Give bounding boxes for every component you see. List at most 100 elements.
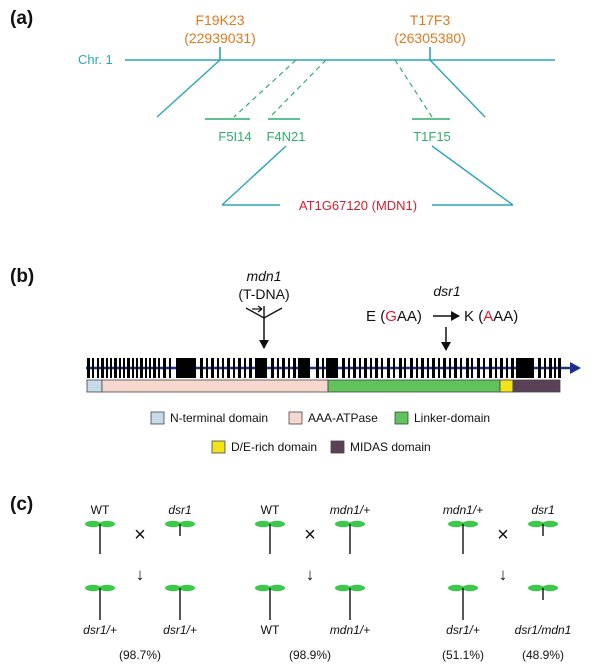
parent-left-label: mdn1/+ bbox=[443, 503, 483, 517]
exon-block bbox=[471, 358, 473, 378]
legend-swatch-linker bbox=[394, 411, 409, 425]
parent-left-label: WT bbox=[261, 503, 280, 517]
legend-label-aaa-atpase: AAA-ATPase bbox=[308, 411, 378, 425]
exon-block bbox=[432, 358, 435, 378]
exon-block bbox=[353, 358, 356, 378]
exon-block bbox=[238, 358, 241, 378]
panel-b: (b) mdn1 (T-DNA) dsr1 E (GAA) K (AAA) bbox=[10, 266, 581, 454]
legend-label-de-rich: D/E-rich domain bbox=[231, 440, 317, 454]
cross-symbol: × bbox=[134, 524, 146, 546]
parent-left-label: WT bbox=[91, 503, 110, 517]
ratio-left: (98.9%) bbox=[289, 648, 331, 662]
seedling-icon bbox=[85, 520, 115, 554]
dash-line-2 bbox=[269, 59, 327, 118]
progeny-right-label: dsr1/+ bbox=[163, 623, 197, 637]
exon-block bbox=[449, 358, 451, 378]
exon-block bbox=[153, 358, 156, 378]
exon-block bbox=[244, 358, 246, 378]
domain-legend: N-terminal domain AAA-ATPase Linker-doma… bbox=[150, 411, 490, 454]
domain-linker bbox=[327, 379, 501, 393]
gene-model bbox=[86, 358, 581, 393]
exon-block bbox=[381, 358, 383, 378]
legend-swatch-midas bbox=[330, 440, 345, 454]
exon-block bbox=[293, 358, 296, 378]
exon-block bbox=[106, 358, 108, 378]
exon-block bbox=[271, 358, 274, 378]
bac-label-2: F4N21 bbox=[266, 129, 305, 144]
down-arrow-icon: ↓ bbox=[499, 565, 508, 584]
exon-block bbox=[438, 358, 440, 378]
exon-block bbox=[364, 358, 367, 378]
exon-block bbox=[169, 358, 171, 378]
exon-block bbox=[416, 358, 418, 378]
cross-3: mdn1/+dsr1×↓dsr1/+dsr1/mdn1(51.1%)(48.9%… bbox=[442, 503, 571, 662]
seedling-icon bbox=[255, 520, 285, 554]
exon-block bbox=[140, 358, 143, 378]
seedling-icon bbox=[528, 584, 558, 600]
seedling-icon bbox=[255, 584, 285, 620]
zoom-line-left bbox=[156, 59, 221, 118]
gene-zoom-right bbox=[431, 145, 514, 206]
from-codon-mut: G bbox=[385, 308, 397, 325]
exon-block bbox=[145, 358, 147, 378]
progeny-left-label: dsr1/+ bbox=[446, 623, 480, 637]
exon-block bbox=[370, 358, 372, 378]
exon-block bbox=[387, 358, 390, 378]
seedling-icon bbox=[335, 584, 365, 620]
exon-block bbox=[255, 358, 267, 378]
exon-block bbox=[427, 358, 429, 378]
right-marker-position: (26305380) bbox=[394, 30, 466, 46]
seedling-icon bbox=[335, 520, 365, 554]
legend-swatch-n-terminal bbox=[150, 411, 165, 425]
exon-block bbox=[123, 358, 125, 378]
exon-block bbox=[136, 358, 138, 378]
domain-n-terminal bbox=[86, 379, 103, 393]
exon-block bbox=[92, 358, 94, 378]
tdna-label: (T-DNA) bbox=[238, 286, 289, 302]
to-codon-post: AA) bbox=[493, 308, 518, 325]
exon-block bbox=[326, 358, 338, 378]
exon-block bbox=[249, 358, 252, 378]
exon-block bbox=[206, 358, 208, 378]
legend-label-n-terminal: N-terminal domain bbox=[170, 411, 268, 425]
exon-block bbox=[558, 358, 561, 378]
dash-line-3 bbox=[394, 59, 433, 118]
exon-block bbox=[506, 358, 508, 378]
dash-line-1 bbox=[233, 59, 297, 118]
right-marker-name: T17F3 bbox=[410, 12, 451, 28]
gene-zoom-left bbox=[221, 145, 287, 206]
gene-direction-arrowhead bbox=[570, 362, 581, 374]
exon-block bbox=[399, 358, 402, 378]
exon-block bbox=[163, 358, 166, 378]
exon-block bbox=[288, 358, 290, 378]
exon-block bbox=[460, 358, 462, 378]
dsr1-label: dsr1 bbox=[433, 283, 460, 299]
panel-a: (a) F19K23 (22939031) T17F3 (26305380) C… bbox=[10, 8, 555, 213]
exon-block bbox=[149, 358, 151, 378]
seedling-icon bbox=[165, 584, 195, 620]
tdna-insertion-icon bbox=[245, 305, 283, 349]
exon-block bbox=[233, 358, 235, 378]
down-arrow-icon: ↓ bbox=[306, 565, 315, 584]
exon-block bbox=[132, 358, 134, 378]
panel-c-label: (c) bbox=[10, 494, 33, 515]
cross-symbol: × bbox=[304, 524, 316, 546]
exon-block bbox=[554, 358, 556, 378]
seedling-icon bbox=[448, 520, 478, 554]
exon-block bbox=[477, 358, 480, 378]
exon-block bbox=[87, 358, 90, 378]
exon-block bbox=[342, 358, 345, 378]
seedling-icon bbox=[85, 584, 115, 620]
parent-right-label: dsr1 bbox=[531, 503, 554, 517]
exon-block bbox=[511, 358, 514, 378]
exon-block bbox=[110, 358, 112, 378]
mdn1-label: mdn1 bbox=[246, 268, 281, 284]
exon-block bbox=[119, 358, 121, 378]
progeny-left-label: WT bbox=[261, 623, 280, 637]
progeny-right-label: mdn1/+ bbox=[330, 623, 370, 637]
seedling-icon bbox=[528, 520, 558, 536]
exon-block bbox=[277, 358, 279, 378]
domain-de-rich bbox=[499, 379, 514, 393]
